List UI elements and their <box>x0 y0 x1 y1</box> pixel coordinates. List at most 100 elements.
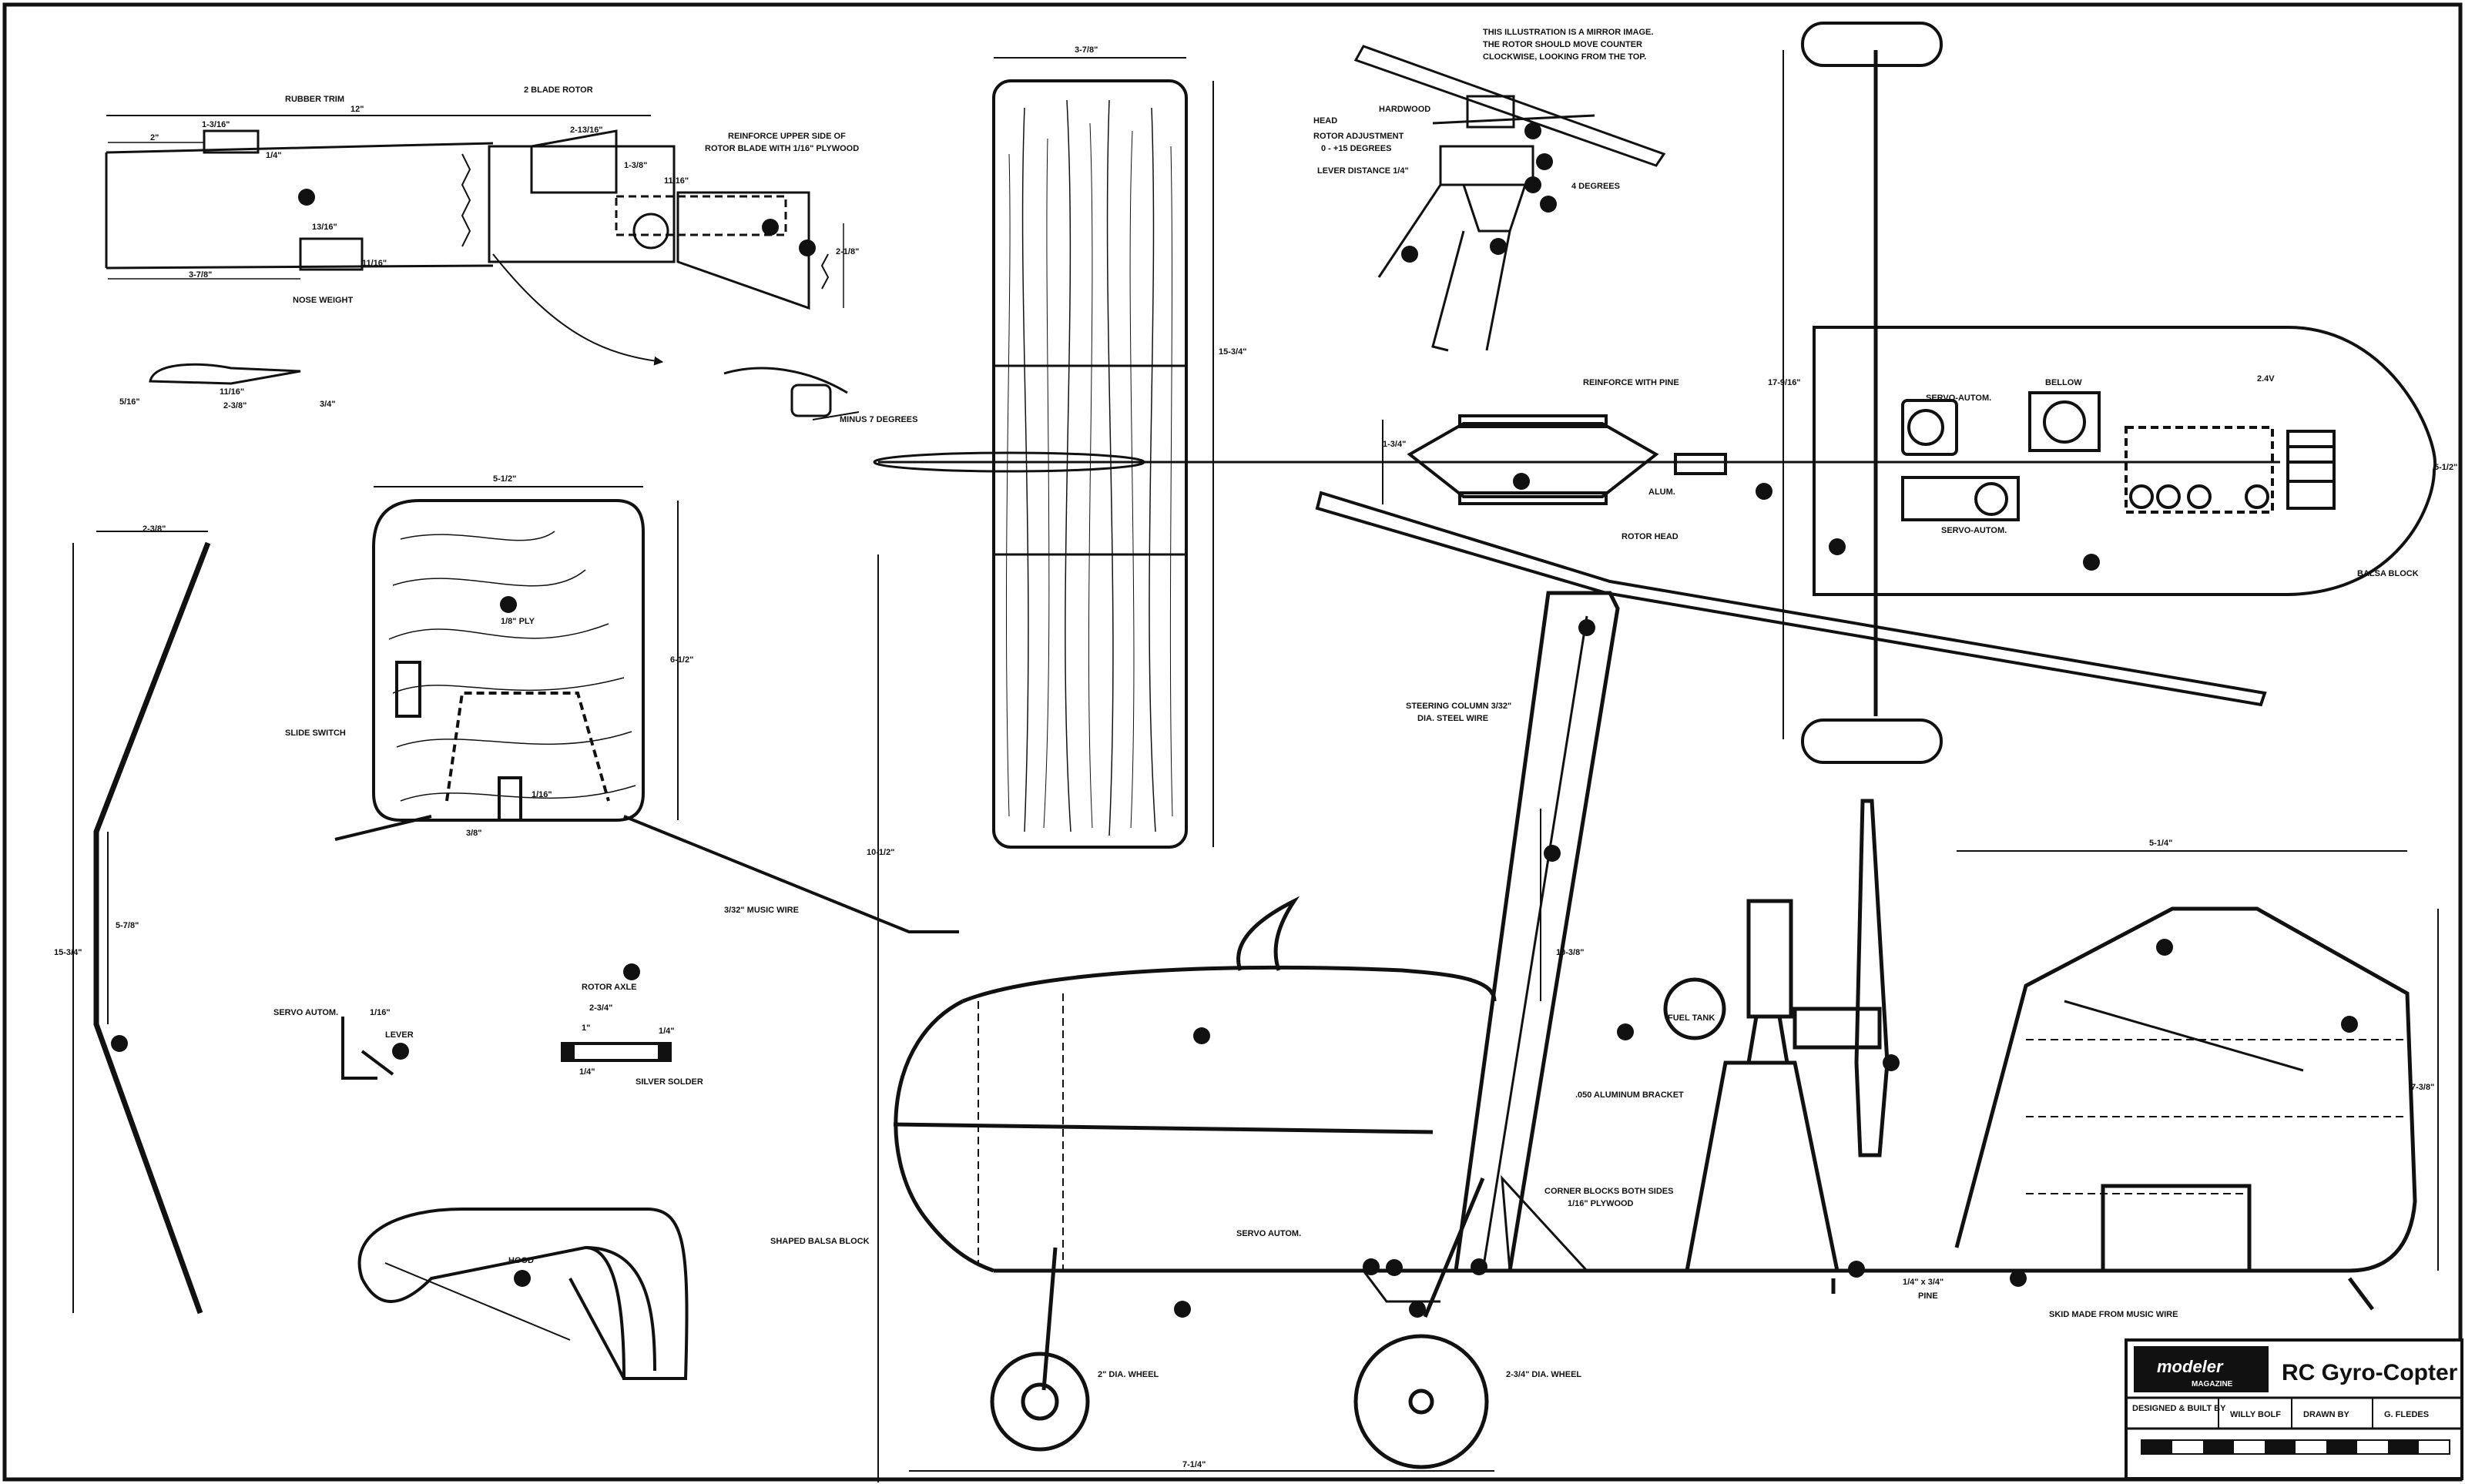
label-steering-column: STEERING COLUMN 3/32" <box>1406 702 1511 711</box>
servo-lever-part <box>341 1017 394 1080</box>
dim-2-13-16: 2-13/16" <box>570 126 603 135</box>
drawn-by-label: DRAWN BY <box>2303 1410 2350 1419</box>
label-lever-distance: LEVER DISTANCE 1/4" <box>1317 166 1409 176</box>
side-view-dims <box>909 809 2439 1472</box>
label-minus-7: MINUS 7 DEGREES <box>840 415 917 424</box>
dim-10-3-8: 10-3/8" <box>1556 948 1584 957</box>
label-servo-autom-1: SERVO-AUTOM. <box>1926 394 1991 403</box>
hood-dot <box>514 1270 531 1287</box>
side-view-dots <box>1174 619 2358 1318</box>
title-block <box>2125 1338 2463 1480</box>
label-pine: PINE <box>1918 1291 1938 1301</box>
dim-15-3-4t: 15-3/4" <box>54 948 82 957</box>
bulkhead-dims <box>374 486 679 820</box>
dim-10-1-2: 10-1/2" <box>867 848 894 857</box>
dim-2: 2" <box>150 133 159 142</box>
dim-2-3-8t: 2-3/8" <box>143 524 166 534</box>
dim-3-7-8w: 3-7/8" <box>1075 45 1098 55</box>
small-parts-dots <box>392 963 640 1060</box>
dim-5-1-2: 5-1/2" <box>2434 463 2457 472</box>
side-view-rotor <box>1315 491 2267 707</box>
drawing-title: RC Gyro-Copter <box>2282 1360 2458 1385</box>
label-four-degrees: 4 DEGREES <box>1571 182 1620 191</box>
label-nose-weight: NOSE WEIGHT <box>293 296 354 305</box>
label-head: HEAD <box>1313 116 1337 126</box>
label-steering-column2: DIA. STEEL WIRE <box>1417 714 1488 723</box>
dim-3-4: 3/4" <box>320 400 336 409</box>
label-reinforce-upper: REINFORCE UPPER SIDE OF <box>728 132 846 141</box>
label-slide-switch: SLIDE SWITCH <box>285 729 346 738</box>
dim-11-16c: 11/16" <box>220 387 244 397</box>
label-rotor-adjustment: ROTOR ADJUSTMENT <box>1313 132 1404 141</box>
label-rubber-trim: RUBBER TRIM <box>285 95 344 104</box>
label-hood: HOOD <box>508 1256 534 1265</box>
label-servo-autom-2: SERVO-AUTOM. <box>1941 526 2007 535</box>
gear-dims <box>72 531 208 1313</box>
label-balsa-block: BALSA BLOCK <box>2357 569 2419 578</box>
dim-11-16: 11/16" <box>664 176 689 186</box>
dim-1-3-4: 1-3/4" <box>1383 440 1406 449</box>
dim-1-16b: 1/16" <box>370 1008 391 1017</box>
dim-1-16: 1/16" <box>532 790 552 799</box>
side-view-gear <box>990 1177 1489 1469</box>
rotor-head-dots <box>1401 122 1557 263</box>
designed-by-label: DESIGNED & BUILT BY <box>2132 1404 2226 1413</box>
dim-5-7-8: 5-7/8" <box>116 921 139 930</box>
dim-1-4: 1/4" <box>266 151 282 160</box>
dim-7-3-8: 7-3/8" <box>2411 1083 2434 1092</box>
dim-17-9-16: 17-9/16" <box>1768 378 1801 387</box>
label-wheel-2-3-4: 2-3/4" DIA. WHEEL <box>1506 1370 1581 1379</box>
label-reinforce-upper2: ROTOR BLADE WITH 1/16" PLYWOOD <box>705 144 859 153</box>
label-bellow: BELLOW <box>2045 378 2082 387</box>
label-silver-solder: SILVER SOLDER <box>636 1077 703 1087</box>
note-mirror-1: THIS ILLUSTRATION IS A MIRROR IMAGE. <box>1483 28 1653 37</box>
dim-12: 12" <box>350 105 364 114</box>
label-corner-blocks2: 1/16" PLYWOOD <box>1568 1199 1634 1208</box>
dim-6-1-2: 6-1/2" <box>670 655 693 665</box>
bulkhead <box>334 499 959 933</box>
label-fuel-tank: FUEL TANK <box>1668 1013 1715 1023</box>
label-wheel-2: 2" DIA. WHEEL <box>1098 1370 1159 1379</box>
dim-15-3-4: 15-3/4" <box>1219 347 1246 357</box>
rotor-axle-part <box>561 1042 672 1062</box>
hood <box>357 1208 689 1380</box>
side-view-fuselage <box>893 799 2417 1311</box>
dim-2-4v: 2.4V <box>2257 374 2275 384</box>
wood-blade-dims <box>877 57 1214 1482</box>
label-pine-strip: 1/4" x 3/4" <box>1903 1278 1943 1287</box>
label-lever: LEVER <box>385 1030 414 1040</box>
dim-2-1-8: 2-1/8" <box>836 247 859 256</box>
dim-5-1-2c: 5-1/2" <box>493 474 516 484</box>
dim-1-3-8: 1-3/8" <box>624 161 647 170</box>
label-alum: ALUM. <box>1648 487 1675 497</box>
brand-logo <box>2134 1346 2269 1392</box>
dim-7-1-4: 7-1/4" <box>1182 1460 1206 1469</box>
label-reinforce-pine: REINFORCE WITH PINE <box>1583 378 1679 387</box>
dim-5-16: 5/16" <box>119 397 140 407</box>
dim-1-4b: 1/4" <box>659 1027 675 1036</box>
label-rotor-head: ROTOR HEAD <box>1622 532 1679 541</box>
rotor-blade-plan <box>105 115 844 366</box>
dim-3-7-8: 3-7/8" <box>189 270 212 280</box>
landing-gear-wire <box>93 541 211 1315</box>
label-servo-autom-lever: SERVO AUTOM. <box>273 1008 338 1017</box>
wood-rotor-blade <box>992 79 1188 849</box>
label-rotor-adjustment2: 0 - +15 DEGREES <box>1321 144 1391 153</box>
gear-dot <box>111 1035 128 1052</box>
brand-name: modeler <box>2157 1357 2224 1376</box>
top-view-dots <box>1513 473 2100 571</box>
label-skid: SKID MADE FROM MUSIC WIRE <box>2049 1310 2178 1319</box>
bulkhead-dots <box>500 596 517 613</box>
brand-sub: MAGAZINE <box>2192 1380 2233 1389</box>
label-alum-bracket: .050 ALUMINUM BRACKET <box>1575 1090 1684 1100</box>
label-servo-autom-3: SERVO AUTOM. <box>1236 1229 1301 1238</box>
airfoil-section <box>149 363 860 420</box>
label-ply-1-8: 1/8" PLY <box>501 617 535 626</box>
label-hardwood: HARDWOOD <box>1379 105 1430 114</box>
dim-1-3-16: 1-3/16" <box>202 120 230 129</box>
dim-2-3-4: 2-3/4" <box>589 1003 612 1013</box>
label-rotor-axle: ROTOR AXLE <box>582 983 637 992</box>
dim-1: 1" <box>582 1023 590 1033</box>
label-music-wire: 3/32" MUSIC WIRE <box>724 906 799 915</box>
